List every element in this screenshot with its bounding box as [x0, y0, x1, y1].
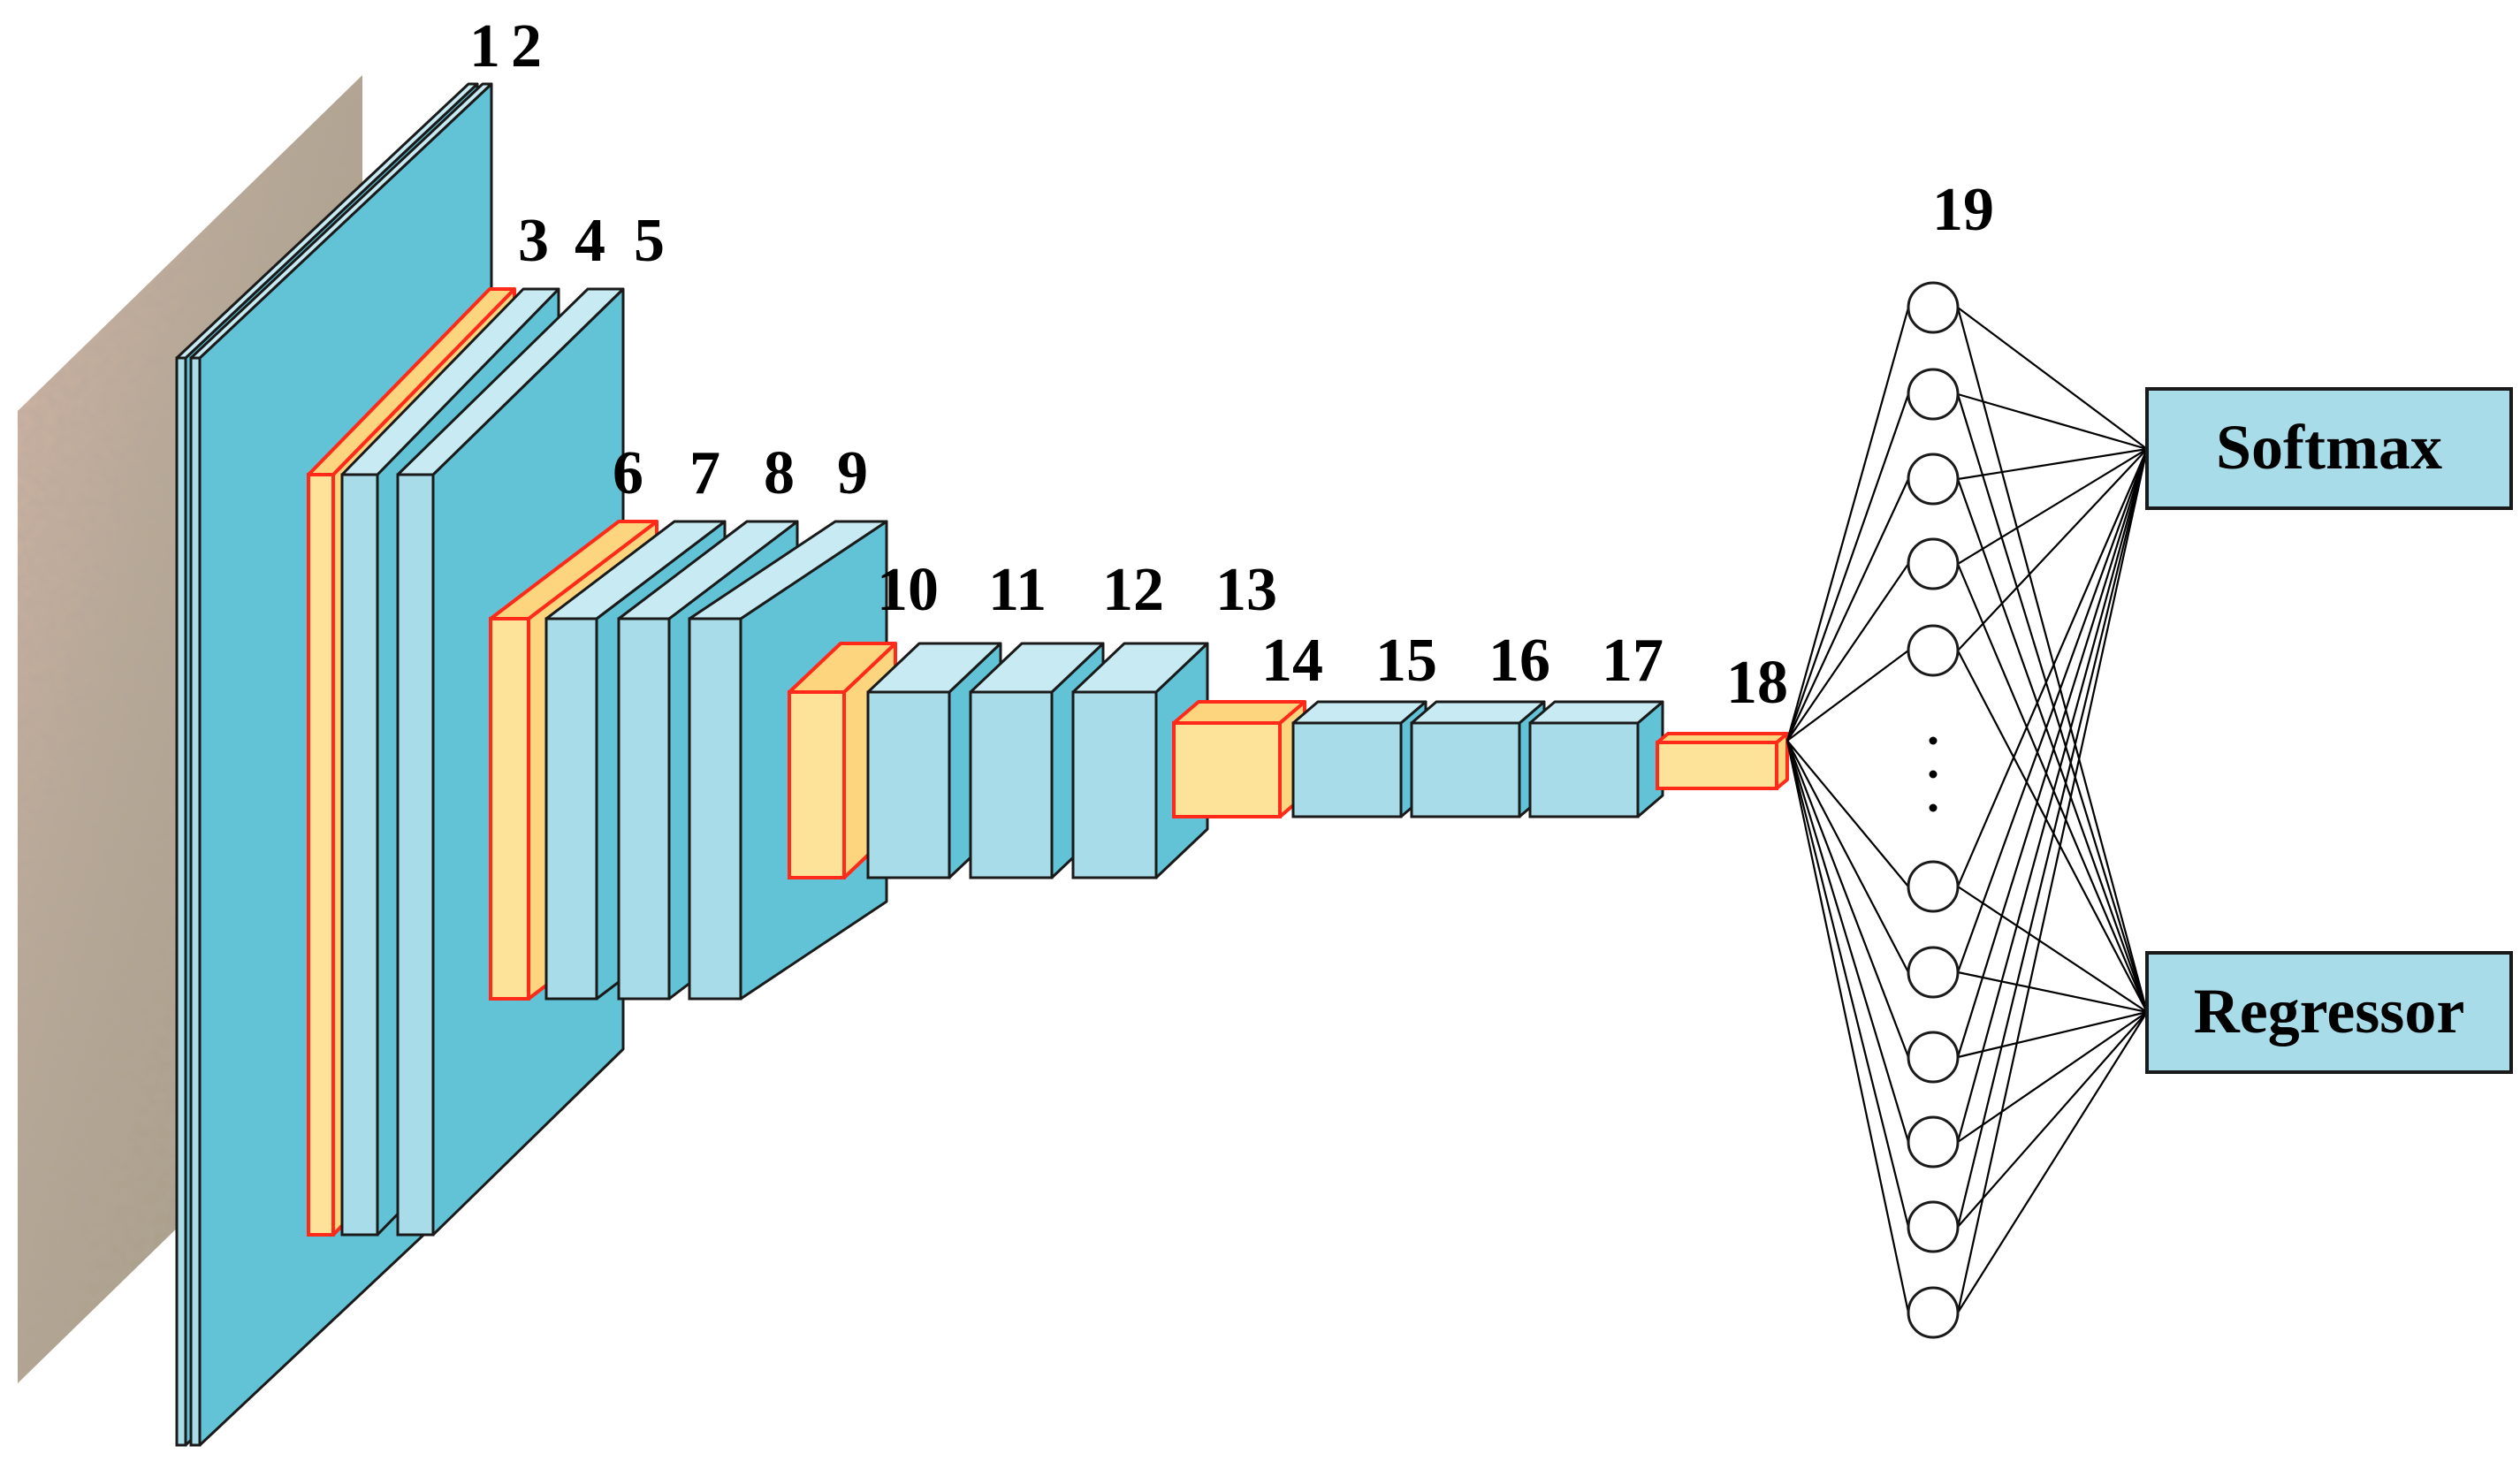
- layer-number-11: 11: [988, 556, 1047, 624]
- fc-softmax-connection: [1957, 307, 2148, 450]
- fc-input-connection: [1785, 740, 1910, 1143]
- fc-softmax-connection: [1956, 448, 2149, 1228]
- fc-connections: [1785, 307, 2149, 1313]
- layer-number-8: 8: [764, 439, 795, 507]
- fc-neuron: [1907, 453, 1960, 506]
- fc-regressor-connection: [1957, 1010, 2148, 1059]
- fc-input-connection: [1786, 650, 1909, 742]
- fc-neuron: [1907, 624, 1960, 677]
- regressor-box: Regressor: [2145, 951, 2513, 1074]
- layer-number-10: 10: [877, 556, 939, 624]
- fc-input-connection: [1785, 307, 1910, 742]
- fc-neuron: [1907, 946, 1960, 999]
- fc-softmax-connection: [1956, 448, 2149, 1143]
- layer-number-3: 3: [518, 207, 549, 275]
- fc-regressor-connection: [1957, 1011, 2148, 1143]
- fc-regressor-connection: [1956, 307, 2149, 1013]
- fc-neuron: [1907, 537, 1960, 590]
- fc-input-connection: [1786, 478, 1909, 742]
- layer-15-block: [1291, 700, 1427, 818]
- fc-input-connection: [1785, 393, 1910, 742]
- layer-number-5: 5: [634, 207, 665, 275]
- fc-softmax-connection: [1956, 448, 2149, 887]
- fc-neuron: [1907, 281, 1960, 334]
- layer-17-block: [1528, 700, 1664, 818]
- fc-softmax-connection: [1957, 447, 2148, 481]
- fc-regressor-connection: [1957, 970, 2148, 1014]
- fc-input-connection: [1786, 563, 1909, 742]
- layer-number-12: 12: [1102, 556, 1164, 624]
- layer-18-block: [1656, 732, 1789, 790]
- fc-regressor-connection: [1957, 1011, 2148, 1228]
- fc-neuron: [1907, 1200, 1960, 1253]
- fc-regressor-connection: [1957, 886, 2148, 1013]
- fc-input-connection: [1785, 740, 1910, 1058]
- layer-number-7: 7: [689, 439, 720, 507]
- layer-16-block: [1410, 700, 1546, 818]
- regressor-label: Regressor: [2194, 976, 2465, 1047]
- fc-softmax-connection: [1956, 448, 2149, 1058]
- layer-number-18: 18: [1726, 649, 1788, 717]
- fc-input-connection: [1786, 740, 1909, 887]
- softmax-box: Softmax: [2145, 387, 2513, 510]
- fc-regressor-connection: [1957, 1011, 2148, 1313]
- fc-softmax-connection: [1957, 448, 2148, 651]
- layer-number-19: 19: [1932, 176, 1994, 244]
- layer-number-13: 13: [1215, 556, 1277, 624]
- fc-softmax-connection: [1956, 448, 2149, 1313]
- fc-regressor-connection: [1956, 478, 2149, 1013]
- layer-14-block: [1172, 700, 1306, 818]
- layer-numbers: 1 2 3 4 5 6 7 8 9 10 11 12 13 14 15 16 1…: [469, 12, 1994, 717]
- fc-regressor-connection: [1956, 393, 2149, 1013]
- fc-regressor-connection: [1956, 563, 2149, 1013]
- fc-neuron: [1907, 368, 1960, 421]
- layer-number-4: 4: [575, 207, 605, 275]
- fc-softmax-connection: [1956, 448, 2149, 973]
- fc-neuron: [1907, 1031, 1960, 1084]
- fc-softmax-connection: [1957, 392, 2148, 451]
- layer-number-6: 6: [613, 439, 643, 507]
- fc-ellipsis: [1929, 736, 1938, 812]
- fc-regressor-connection: [1957, 650, 2148, 1013]
- layer-number-1: 1: [469, 12, 500, 80]
- fc-input-connection: [1785, 740, 1910, 1228]
- layer-blocks: [175, 82, 1789, 1447]
- fc-neuron: [1907, 860, 1960, 913]
- layer-number-17: 17: [1602, 627, 1664, 695]
- layer-number-2: 2: [511, 12, 542, 80]
- layer-number-16: 16: [1488, 627, 1550, 695]
- layer-number-9: 9: [837, 439, 868, 507]
- softmax-label: Softmax: [2216, 412, 2442, 483]
- fc-input-connection: [1786, 740, 1909, 973]
- layer-number-14: 14: [1261, 627, 1323, 695]
- layer-number-15: 15: [1375, 627, 1437, 695]
- fc-neurons: [1907, 281, 1960, 1339]
- fc-input-connection: [1785, 740, 1910, 1313]
- fc-neuron: [1907, 1115, 1960, 1168]
- fc-softmax-connection: [1957, 448, 2148, 565]
- fc-neuron: [1907, 1286, 1960, 1339]
